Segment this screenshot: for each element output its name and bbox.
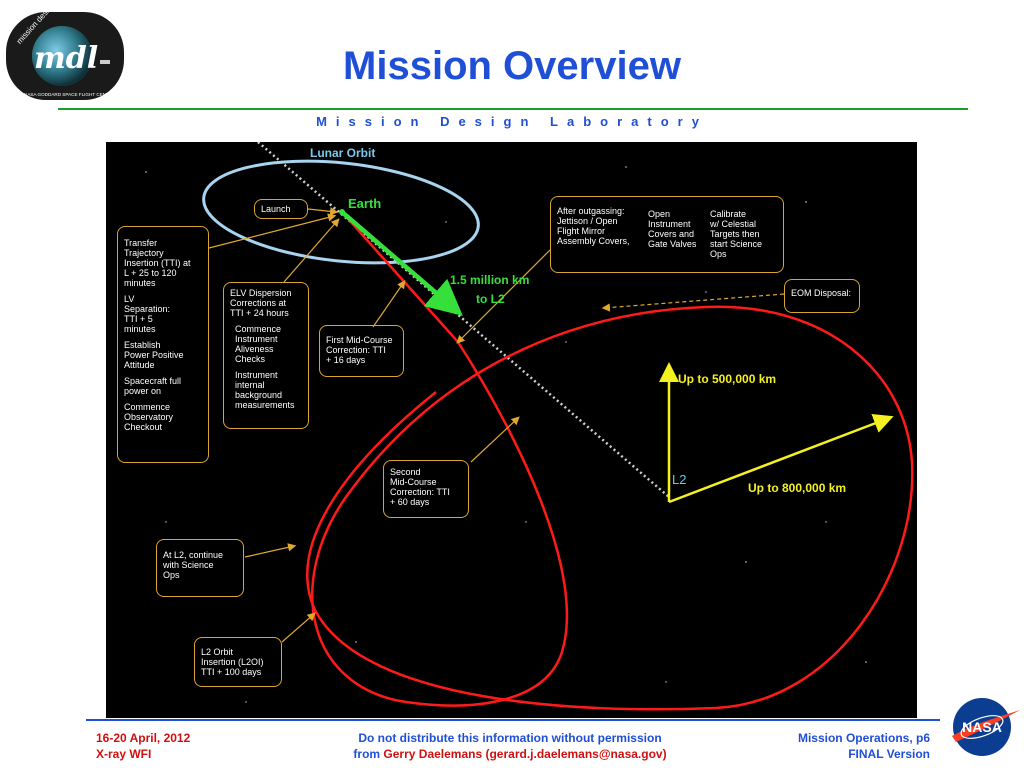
outgas-text-3: Calibrate w/ Celestial Targets then star… xyxy=(710,209,763,259)
footer-left: 16-20 April, 2012 X-ray WFI xyxy=(96,730,190,762)
footer-notice: Do not distribute this information witho… xyxy=(300,730,720,762)
at-l2-callout: At L2, continue with Science Ops xyxy=(156,539,244,597)
sun-earth-line xyxy=(257,142,670,498)
trajectory-path xyxy=(306,211,914,711)
outgas-text-1: After outgassing: Jettison / Open Flight… xyxy=(557,206,630,246)
logo-text: mdl xyxy=(34,41,98,76)
distance-label-2: to L2 xyxy=(476,292,505,306)
nasa-logo: NASA xyxy=(948,696,1022,758)
leader-outgas xyxy=(456,249,551,344)
eom-callout: EOM Disposal: xyxy=(784,279,860,313)
leader-at-l2 xyxy=(244,543,297,558)
leader-l2oi xyxy=(281,612,316,643)
earth-dot xyxy=(339,209,345,215)
l2oi-callout: L2 Orbit Insertion (L2OI) TTI + 100 days xyxy=(194,637,282,687)
lunar-orbit xyxy=(202,159,480,265)
leader-first-mcc xyxy=(372,280,406,328)
l2oi-text: L2 Orbit Insertion (L2OI) TTI + 100 days xyxy=(201,647,264,677)
transfer-text-1: Transfer Trajectory Insertion (TTI) at L… xyxy=(124,238,191,288)
up-500-label: Up to 500,000 km xyxy=(678,372,776,386)
leader-eom xyxy=(601,293,785,312)
leader-second-mcc xyxy=(470,416,520,463)
up-800-arrow xyxy=(668,414,894,504)
launch-callout: Launch xyxy=(254,199,308,219)
footer-notice-from: from xyxy=(353,747,381,761)
up-800-label: Up to 800,000 km xyxy=(748,481,846,495)
transfer-callout: Transfer Trajectory Insertion (TTI) at L… xyxy=(117,226,209,463)
leader-transfer xyxy=(208,213,337,249)
first-mcc-callout: First Mid-Course Correction: TTI + 16 da… xyxy=(319,325,404,377)
lunar-orbit-label: Lunar Orbit xyxy=(310,146,375,160)
footer-contact: Gerry Daelemans (gerard.j.daelemans@nasa… xyxy=(383,747,667,761)
elv-text-3: Instrument internal background measureme… xyxy=(235,370,295,410)
transfer-text-5: Commence Observatory Checkout xyxy=(124,402,174,432)
outgas-callout: After outgassing: Jettison / Open Flight… xyxy=(550,196,784,273)
earth-label: Earth xyxy=(348,196,381,211)
transfer-text-4: Spacecraft full power on xyxy=(124,376,182,396)
l2-label: L2 xyxy=(672,472,686,487)
footer-program: X-ray WFI xyxy=(96,747,152,761)
leader-launch xyxy=(307,207,339,216)
footer-notice-line1: Do not distribute this information witho… xyxy=(358,731,662,745)
distance-label-1: 1.5 million km xyxy=(450,273,529,287)
footer-right: Mission Operations, p6 FINAL Version xyxy=(730,730,930,762)
footer-date: 16-20 April, 2012 xyxy=(96,731,191,745)
second-mcc-callout: Second Mid-Course Correction: TTI + 60 d… xyxy=(383,460,469,518)
transfer-text-2: LV Separation: TTI + 5 minutes xyxy=(124,294,171,334)
header-divider xyxy=(58,108,968,110)
footer-page: Mission Operations, p6 xyxy=(797,731,930,745)
launch-text: Launch xyxy=(261,204,291,214)
at-l2-text: At L2, continue with Science Ops xyxy=(163,550,224,580)
footer-divider xyxy=(86,719,940,721)
mission-diagram: Lunar Orbit Earth 1.5 million km to L2 L… xyxy=(106,142,917,718)
earth-l2-arrow xyxy=(340,210,463,316)
footer-version: FINAL Version xyxy=(848,747,930,761)
nasa-logo-text: NASA xyxy=(962,719,1002,735)
transfer-text-3: Establish Power Positive Attitude xyxy=(124,340,184,370)
elv-text-1: ELV Dispersion Corrections at TTI + 24 h… xyxy=(230,288,292,318)
elv-text-2: Commence Instrument Aliveness Checks xyxy=(235,324,282,364)
outgas-text-2: Open Instrument Covers and Gate Valves xyxy=(648,209,697,249)
leader-elv xyxy=(283,218,340,283)
second-mcc-text: Second Mid-Course Correction: TTI + 60 d… xyxy=(390,467,450,507)
logo-ring-bottom: NASA GODDARD SPACE FLIGHT CENTER xyxy=(24,92,116,97)
eom-text: EOM Disposal: xyxy=(791,288,852,298)
elv-callout: ELV Dispersion Corrections at TTI + 24 h… xyxy=(223,282,309,429)
first-mcc-text: First Mid-Course Correction: TTI + 16 da… xyxy=(326,335,393,365)
page-subtitle: Mission Design Laboratory xyxy=(316,114,708,129)
page-title: Mission Overview xyxy=(343,44,681,88)
trajectory-graphic: Lunar Orbit Earth 1.5 million km to L2 L… xyxy=(145,142,914,711)
